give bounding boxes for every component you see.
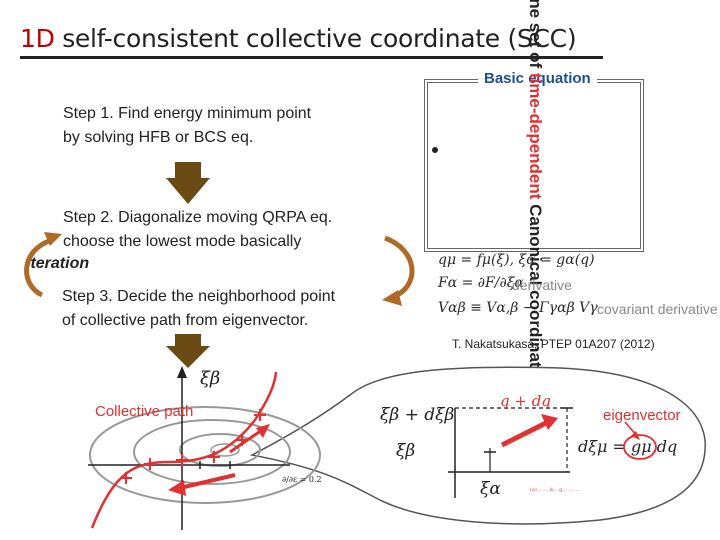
basic-equation-title: Basic equation xyxy=(478,70,597,87)
eigenvector-circle xyxy=(623,434,657,460)
step3-line1: Step 3. Decide the neighborhood point xyxy=(62,288,336,305)
step3-line2: of collective path from eigenvector. xyxy=(62,312,309,329)
xi-beta-axis-label: ξβ xyxy=(200,368,220,389)
iteration-label: iteration xyxy=(26,255,90,272)
step1-line2: by solving HFB or BCS eq. xyxy=(63,129,254,146)
d-xi-equation: dξμ = gμ,dq xyxy=(578,437,677,456)
step1-line1: Step 1. Find energy minimum point xyxy=(63,105,312,122)
basic-equation-panel xyxy=(424,79,644,252)
reference-citation: T. Nakatsukasa, PTEP 01A207 (2012) xyxy=(452,337,655,351)
bullet-dot xyxy=(432,147,438,153)
callout-bubble xyxy=(249,366,706,525)
slide-title: 1D self-consistent collective coordinate… xyxy=(20,24,577,53)
derivative-annotation: ∂/∂ε = 0.2 xyxy=(282,475,322,484)
xi-beta-plus-label: ξβ + dξβ xyxy=(380,405,454,425)
title-underline xyxy=(20,56,603,59)
collective-path-label: Collective path xyxy=(95,403,193,420)
title-rest: self-consistent collective coordinate (S… xyxy=(54,24,577,53)
eigenvector-label: eigenvector xyxy=(603,407,681,424)
step2-line1: Step 2. Diagonalize moving QRPA eq. xyxy=(63,209,333,226)
title-highlight: 1D xyxy=(20,24,55,53)
equation-1: qμ = fμ(ξ), ξα = gα(q) xyxy=(438,252,595,268)
xi-alpha-label: ξα xyxy=(480,479,501,499)
collective-path-curve xyxy=(90,371,278,529)
q-plus-dq-label: q + dq xyxy=(500,392,551,410)
step2-line2: choose the lowest mode basically xyxy=(63,233,302,250)
equation-2: Fα = ∂F/∂ξα xyxy=(438,275,524,291)
small-caption: (a) ...... d... g... ... ... xyxy=(530,486,580,493)
right-curved-arrow-icon xyxy=(384,235,415,299)
equation-3: Vαβ ≡ Vα,β − Γγαβ Vγ xyxy=(438,300,598,316)
xi-beta-zoom-label: ξβ xyxy=(396,441,415,461)
derivative-label: derivative xyxy=(512,277,572,293)
down-arrow-icon-1 xyxy=(166,162,210,204)
down-arrow-icon-2 xyxy=(166,334,210,368)
covariant-derivative-label: covariant derivative xyxy=(597,301,718,317)
left-curved-arrow-icon xyxy=(24,237,53,298)
